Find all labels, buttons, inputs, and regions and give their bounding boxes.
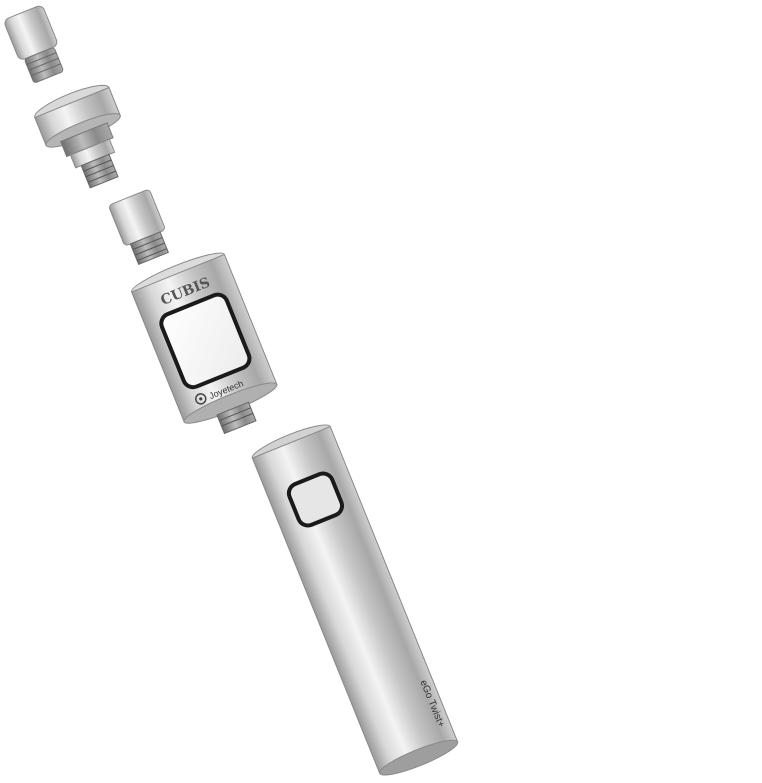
cubis-tank: CUBIS Joyetech bbox=[131, 252, 278, 435]
fire-button-icon bbox=[286, 471, 345, 528]
ego-twist-battery: eGo Twist+ bbox=[251, 424, 459, 776]
coil-head bbox=[109, 189, 169, 266]
top-cap-assembly bbox=[34, 84, 121, 189]
tank-glass-window bbox=[159, 292, 252, 390]
joyetech-logo-icon bbox=[194, 393, 207, 405]
drip-tip bbox=[4, 5, 64, 83]
